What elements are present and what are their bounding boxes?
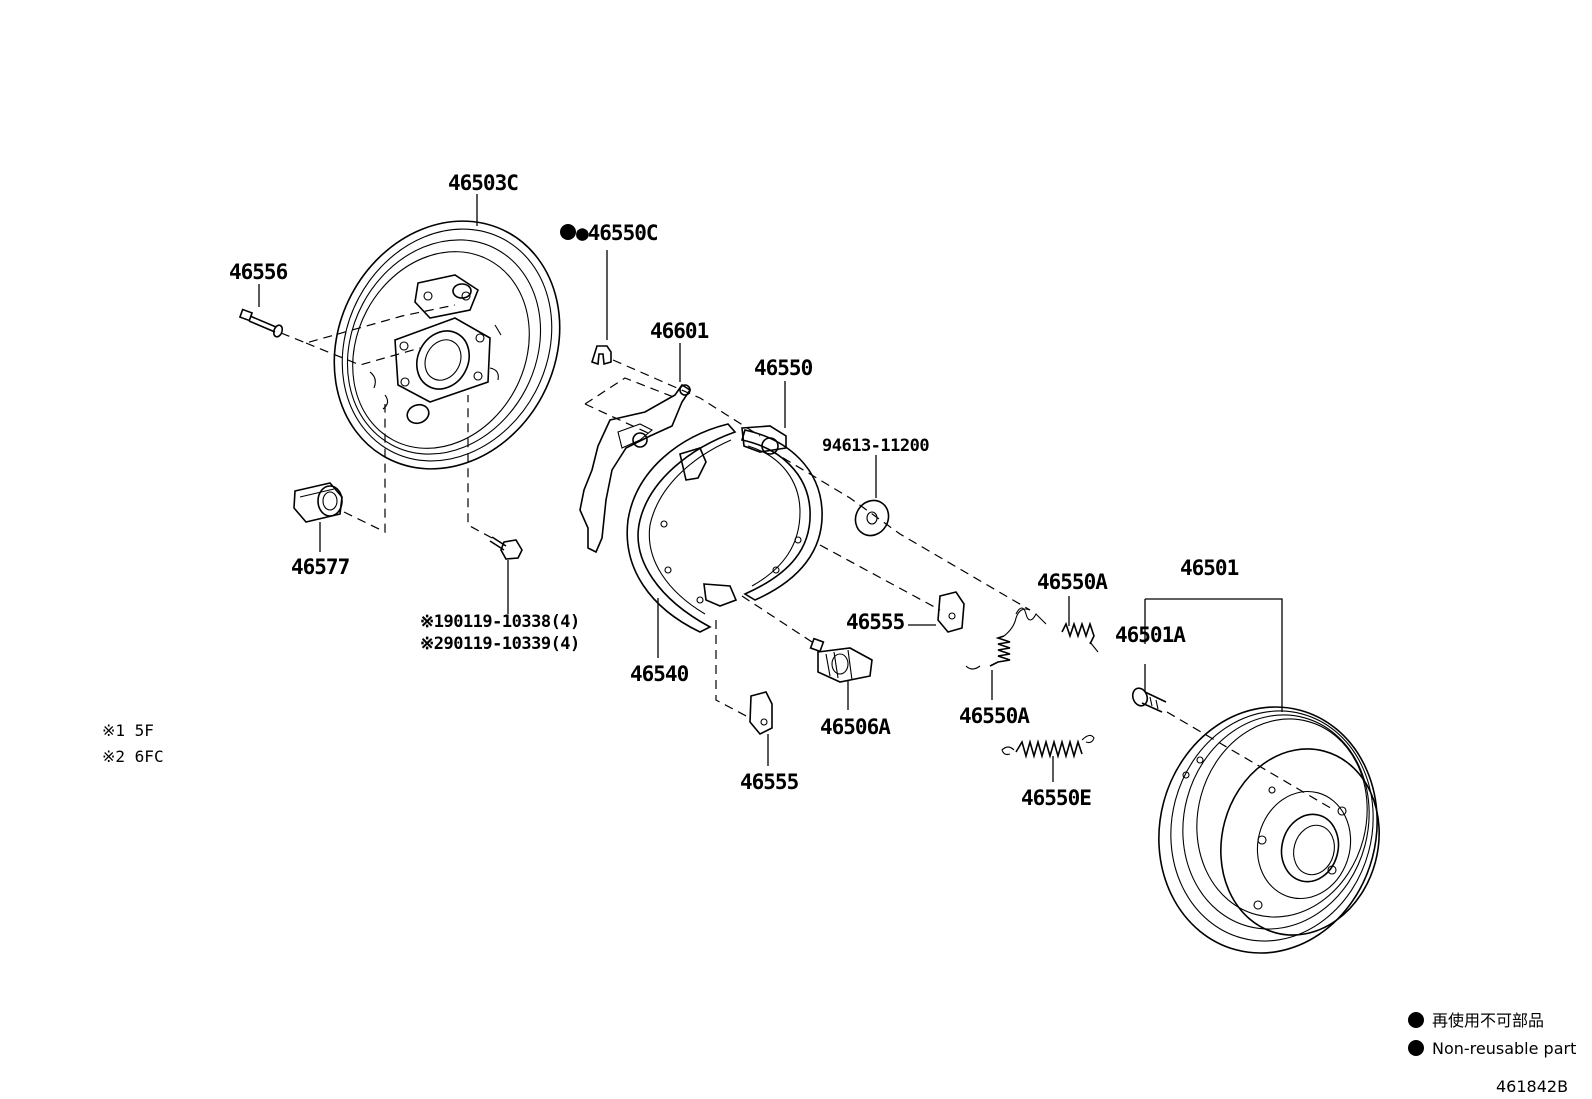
label-46601: 46601 bbox=[650, 319, 709, 343]
bolt-46556 bbox=[238, 308, 284, 338]
parking-lever-46601 bbox=[579, 383, 692, 554]
plug-46577 bbox=[293, 482, 343, 523]
label-94613-11200: 94613-11200 bbox=[822, 436, 929, 456]
legend-dot-en bbox=[1408, 1040, 1424, 1056]
label-46555-lower: 46555 bbox=[740, 770, 799, 794]
spring-46550E bbox=[1001, 734, 1095, 759]
label-46550A-upper: 46550A bbox=[1037, 570, 1108, 594]
label-46501: 46501 bbox=[1180, 556, 1239, 580]
spring-46550A-lower bbox=[965, 608, 1031, 670]
holddown-46555-lower bbox=[749, 691, 773, 735]
label-46577: 46577 bbox=[291, 555, 350, 579]
note-1: ※1 5F bbox=[102, 721, 154, 740]
legend-jp: 再使用不可部品 bbox=[1432, 1011, 1544, 1030]
label-46540: 46540 bbox=[630, 662, 689, 686]
brake-shoe-46540 bbox=[626, 423, 738, 633]
diagram-id: 461842B bbox=[1496, 1077, 1568, 1096]
note-2: ※2 6FC bbox=[102, 747, 164, 766]
label-46555-upper: 46555 bbox=[846, 610, 905, 634]
label-46550E: 46550E bbox=[1021, 786, 1091, 810]
label-46556: 46556 bbox=[229, 260, 288, 284]
brake-shoe-46550 bbox=[740, 425, 823, 601]
label-46501A: 46501A bbox=[1115, 623, 1186, 647]
label-46550: 46550 bbox=[754, 356, 813, 380]
washer-94613-11200 bbox=[854, 499, 890, 537]
label-46550A-lower: 46550A bbox=[959, 704, 1030, 728]
spring-46550A-upper bbox=[1015, 607, 1099, 653]
label-46503C: 46503C bbox=[448, 171, 518, 195]
adjuster-46506A bbox=[809, 637, 873, 683]
legend-en: Non-reusable part bbox=[1432, 1039, 1576, 1058]
bolt-90119 bbox=[489, 536, 523, 560]
brake-drum-46501 bbox=[1158, 706, 1380, 954]
label-bolt-1: ※190119-10338(4) bbox=[420, 612, 580, 632]
label-46550C: ●46550C bbox=[576, 221, 658, 245]
clip-46550C bbox=[591, 345, 612, 366]
hub-bolt-46501A bbox=[1131, 687, 1167, 713]
backing-plate-46503C bbox=[333, 220, 561, 470]
legend-dot-jp bbox=[1408, 1012, 1424, 1028]
non-reusable-mark bbox=[560, 224, 576, 240]
label-bolt-2: ※290119-10339(4) bbox=[420, 634, 580, 654]
holddown-46555-upper bbox=[937, 591, 965, 633]
label-46506A: 46506A bbox=[820, 715, 891, 739]
